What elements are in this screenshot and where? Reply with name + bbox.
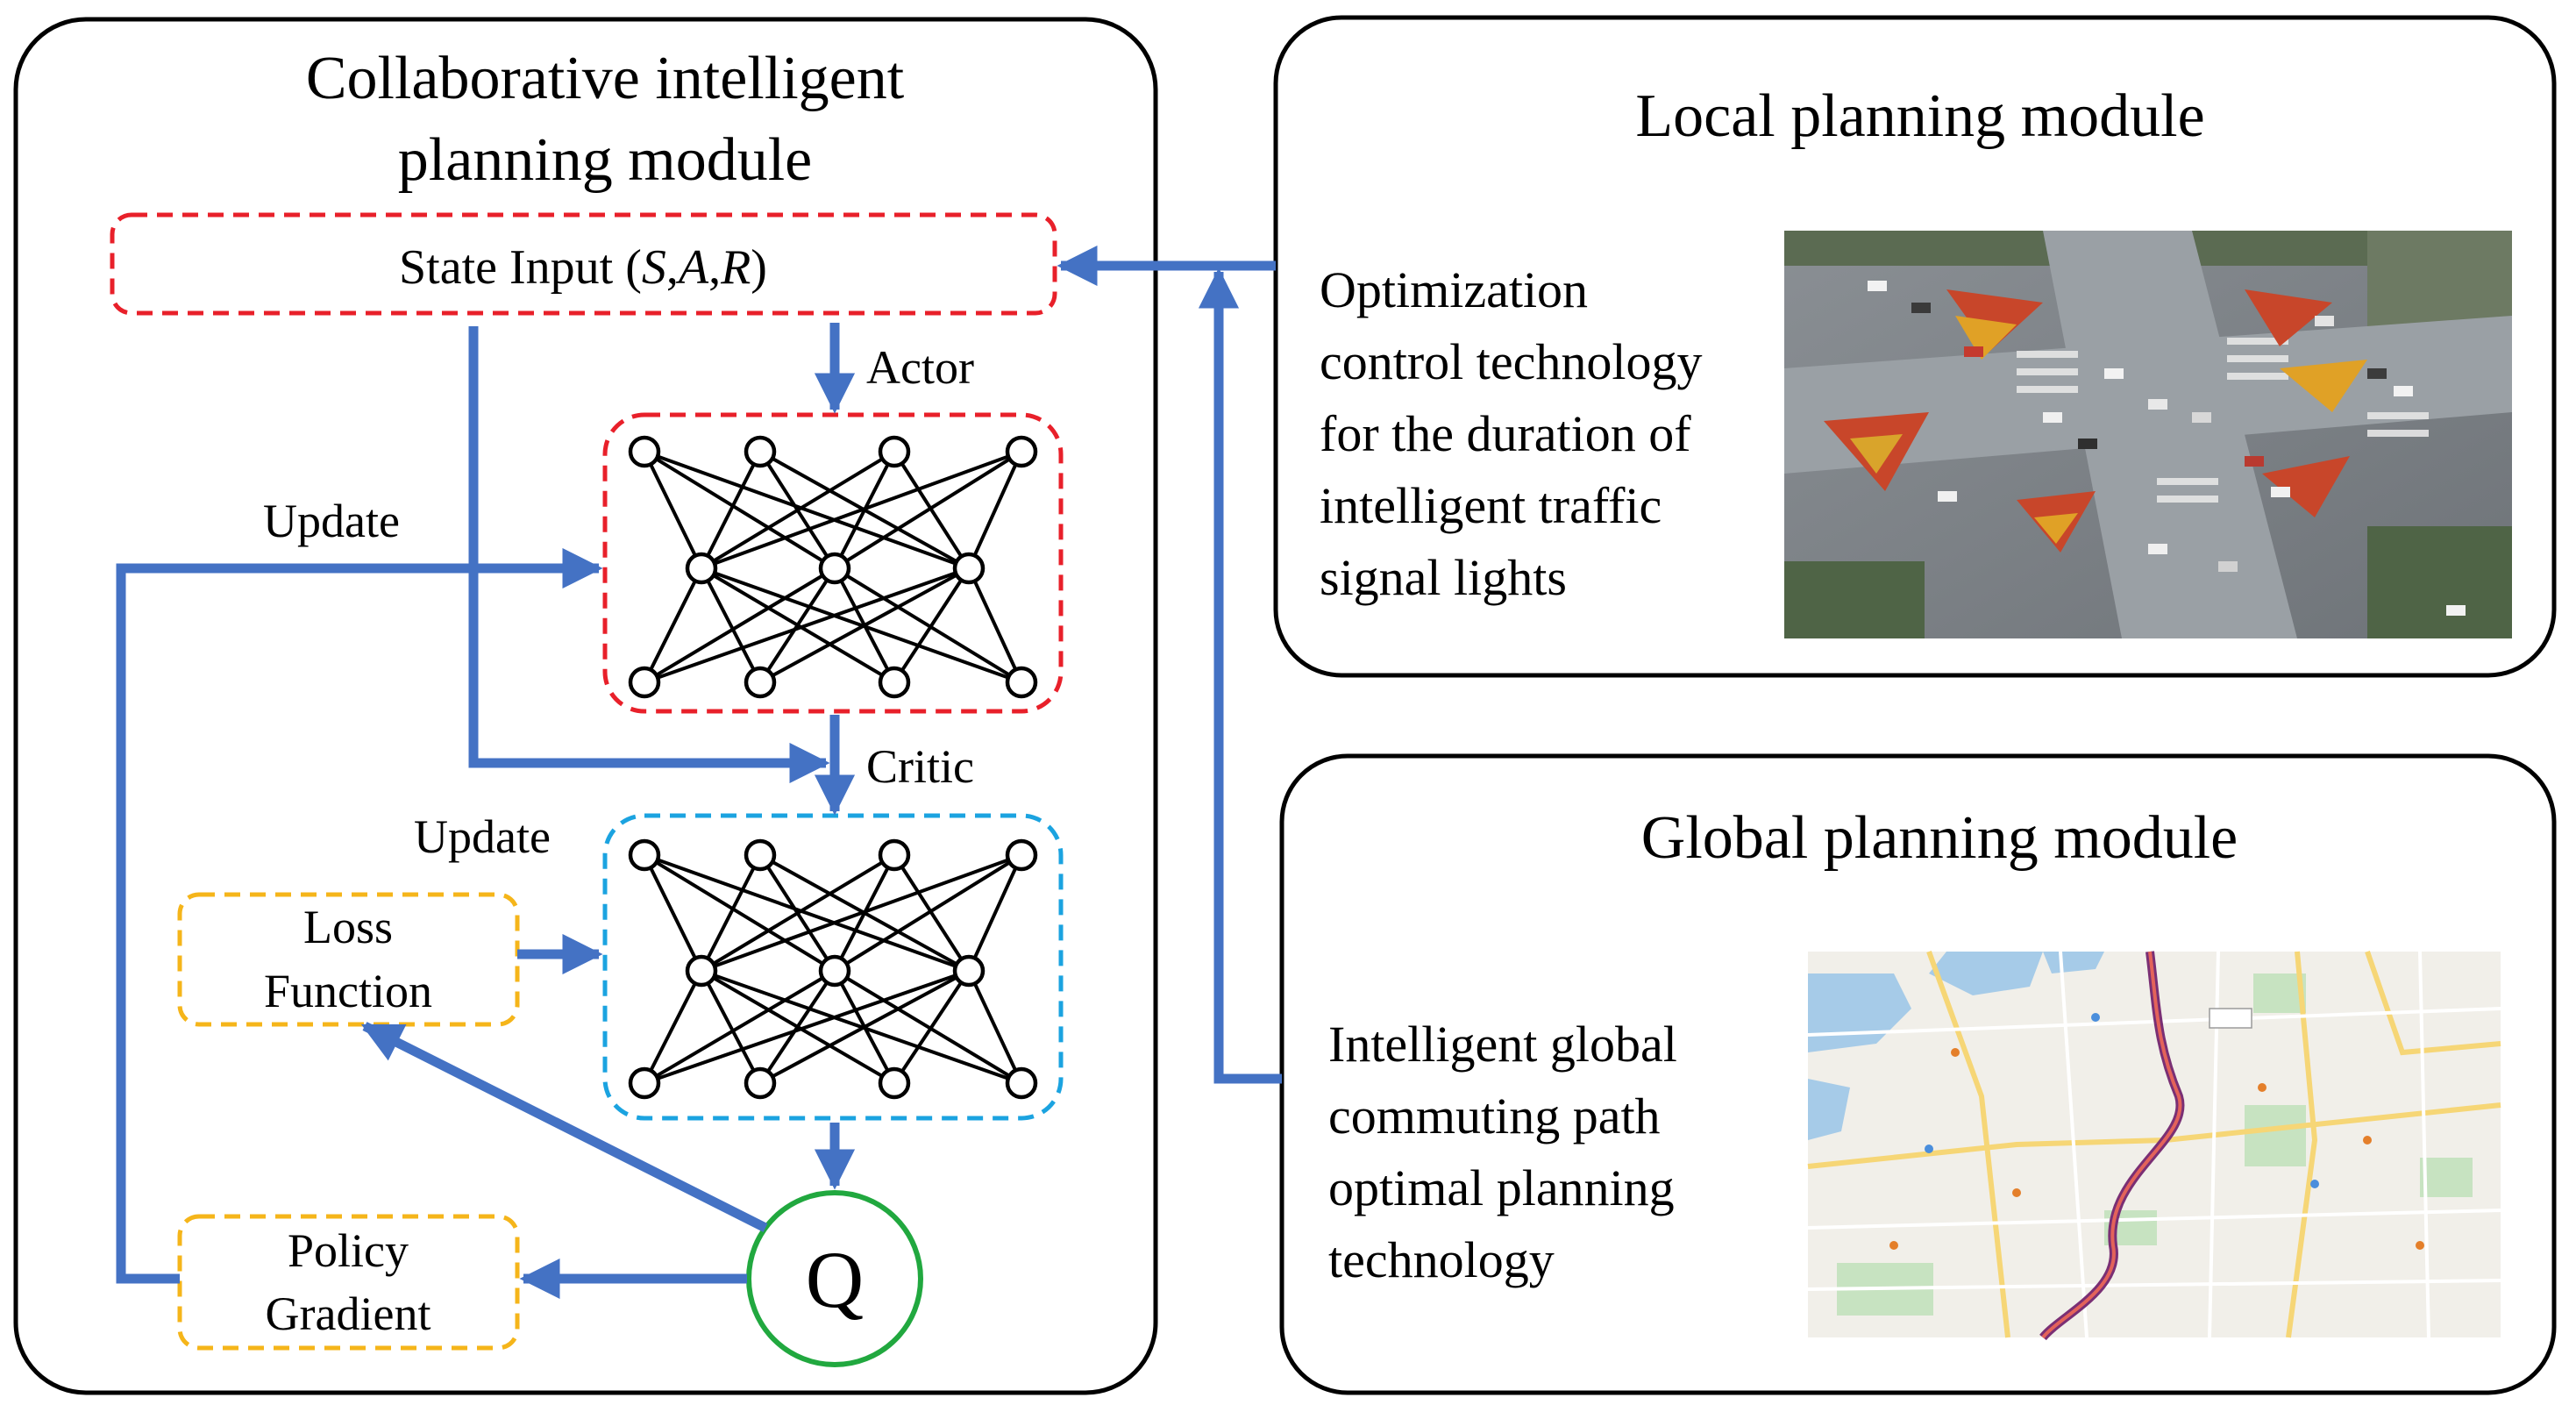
- local-title: Local planning module: [1635, 82, 2204, 150]
- q-value-circle: [746, 1190, 923, 1367]
- actor-net-connection: [701, 450, 1022, 570]
- actor-net-connection: [833, 450, 1023, 570]
- local-description: Optimization control technology for the …: [1320, 261, 1703, 606]
- state-input-box: [110, 212, 1057, 316]
- critic-net-node: [744, 838, 777, 872]
- actor-net-connection: [967, 451, 1023, 569]
- loss-label-line1: Loss: [303, 901, 393, 953]
- actor-net-connection: [833, 567, 1023, 684]
- actor-net-node: [744, 666, 777, 699]
- actor-net-node: [878, 435, 911, 468]
- actor-net-connection: [700, 451, 762, 569]
- critic-net-connection: [758, 969, 836, 1085]
- actor-net-connection: [758, 567, 836, 684]
- critic-net-node: [878, 1066, 911, 1100]
- arrow-q-to-loss: [360, 1022, 768, 1232]
- actor-net-connection: [967, 567, 1023, 683]
- actor-net-connection: [643, 450, 836, 570]
- actor-net-node: [744, 435, 777, 468]
- policy-label-line1: Policy: [288, 1224, 409, 1277]
- critic-neural-network: [628, 838, 1038, 1100]
- arrow-policy-to-actor: [116, 547, 603, 1284]
- q-label: Q: [806, 1235, 864, 1324]
- critic-net-connection: [833, 969, 1023, 1085]
- actor-net-node: [685, 552, 718, 585]
- arrow-global-to-state: [1198, 267, 1282, 1084]
- critic-net-connection: [643, 854, 703, 972]
- critic-net-connection: [700, 970, 762, 1084]
- loss-label-line2: Function: [264, 965, 432, 1017]
- global-desc-line: commuting path: [1328, 1088, 1661, 1145]
- traffic-intersection-image: [1784, 231, 2512, 638]
- collab-title-line1: Collaborative intelligent: [306, 45, 905, 112]
- critic-net-connection: [644, 969, 970, 1085]
- actor-network-box: [602, 412, 1064, 714]
- global-desc-line: technology: [1328, 1231, 1555, 1288]
- critic-net-connection: [700, 853, 896, 973]
- actor-net-connection: [644, 567, 970, 684]
- critic-net-connection: [967, 854, 1023, 972]
- critic-net-connection: [759, 969, 970, 1085]
- actor-net-node: [628, 435, 661, 468]
- critic-label: Critic: [866, 740, 974, 793]
- actor-net-connection: [644, 450, 970, 570]
- global-description: Intelligent global commuting path optima…: [1328, 1016, 1677, 1288]
- local-desc-line: signal lights: [1320, 549, 1567, 606]
- critic-net-connection: [701, 853, 1022, 973]
- critic-net-connection: [893, 969, 971, 1085]
- critic-net-connection: [833, 853, 1023, 973]
- local-desc-line: Optimization: [1320, 261, 1588, 318]
- local-desc-line: intelligent traffic: [1320, 477, 1662, 534]
- flow-arrows: [116, 245, 1282, 1300]
- collab-title-line2: planning module: [398, 126, 812, 194]
- critic-net-connection: [643, 853, 836, 973]
- critic-net-node: [685, 954, 718, 988]
- critic-net-connection: [700, 854, 762, 972]
- actor-net-node: [1005, 435, 1038, 468]
- actor-neural-network: [628, 435, 1038, 699]
- route-map-image: [1807, 950, 2501, 1341]
- critic-net-node: [628, 838, 661, 872]
- critic-net-node: [744, 1066, 777, 1100]
- local-desc-line: for the duration of: [1320, 405, 1691, 462]
- arrow-state-to-critic: [468, 326, 830, 784]
- global-desc-line: optimal planning: [1328, 1159, 1675, 1216]
- update-label-bottom: Update: [414, 810, 551, 863]
- actor-net-node: [628, 666, 661, 699]
- critic-net-node: [1005, 1066, 1038, 1100]
- actor-net-connection: [700, 567, 762, 683]
- actor-net-connection: [700, 450, 896, 570]
- actor-net-node: [878, 666, 911, 699]
- state-input-label: State Input (S,A,R): [399, 240, 767, 295]
- actor-net-node: [952, 552, 986, 585]
- critic-net-connection: [967, 970, 1023, 1084]
- actor-net-connection: [643, 567, 703, 683]
- local-desc-line: control technology: [1320, 333, 1703, 390]
- actor-label: Actor: [866, 341, 974, 394]
- collab-module-box: [13, 17, 1158, 1395]
- critic-net-node: [878, 838, 911, 872]
- critic-net-node: [952, 954, 986, 988]
- local-module-box: [1273, 15, 2557, 678]
- critic-net-connection: [643, 970, 703, 1084]
- actor-net-connection: [759, 567, 970, 684]
- critic-network-box: [602, 813, 1064, 1121]
- policy-label-line2: Gradient: [266, 1287, 431, 1340]
- global-title: Global planning module: [1641, 804, 2238, 872]
- critic-net-connection: [644, 853, 970, 973]
- loss-function-box: [177, 892, 520, 1027]
- critic-net-connection: [643, 969, 836, 1085]
- actor-net-connection: [893, 450, 971, 570]
- critic-net-node: [628, 1066, 661, 1100]
- update-label-top: Update: [263, 495, 400, 547]
- actor-net-connection: [893, 567, 971, 684]
- global-desc-line: Intelligent global: [1328, 1016, 1677, 1073]
- actor-net-node: [1005, 666, 1038, 699]
- critic-net-connection: [893, 853, 971, 973]
- actor-net-connection: [643, 567, 836, 684]
- actor-net-node: [818, 552, 851, 585]
- actor-net-connection: [643, 451, 703, 569]
- critic-net-node: [818, 954, 851, 988]
- critic-net-node: [1005, 838, 1038, 872]
